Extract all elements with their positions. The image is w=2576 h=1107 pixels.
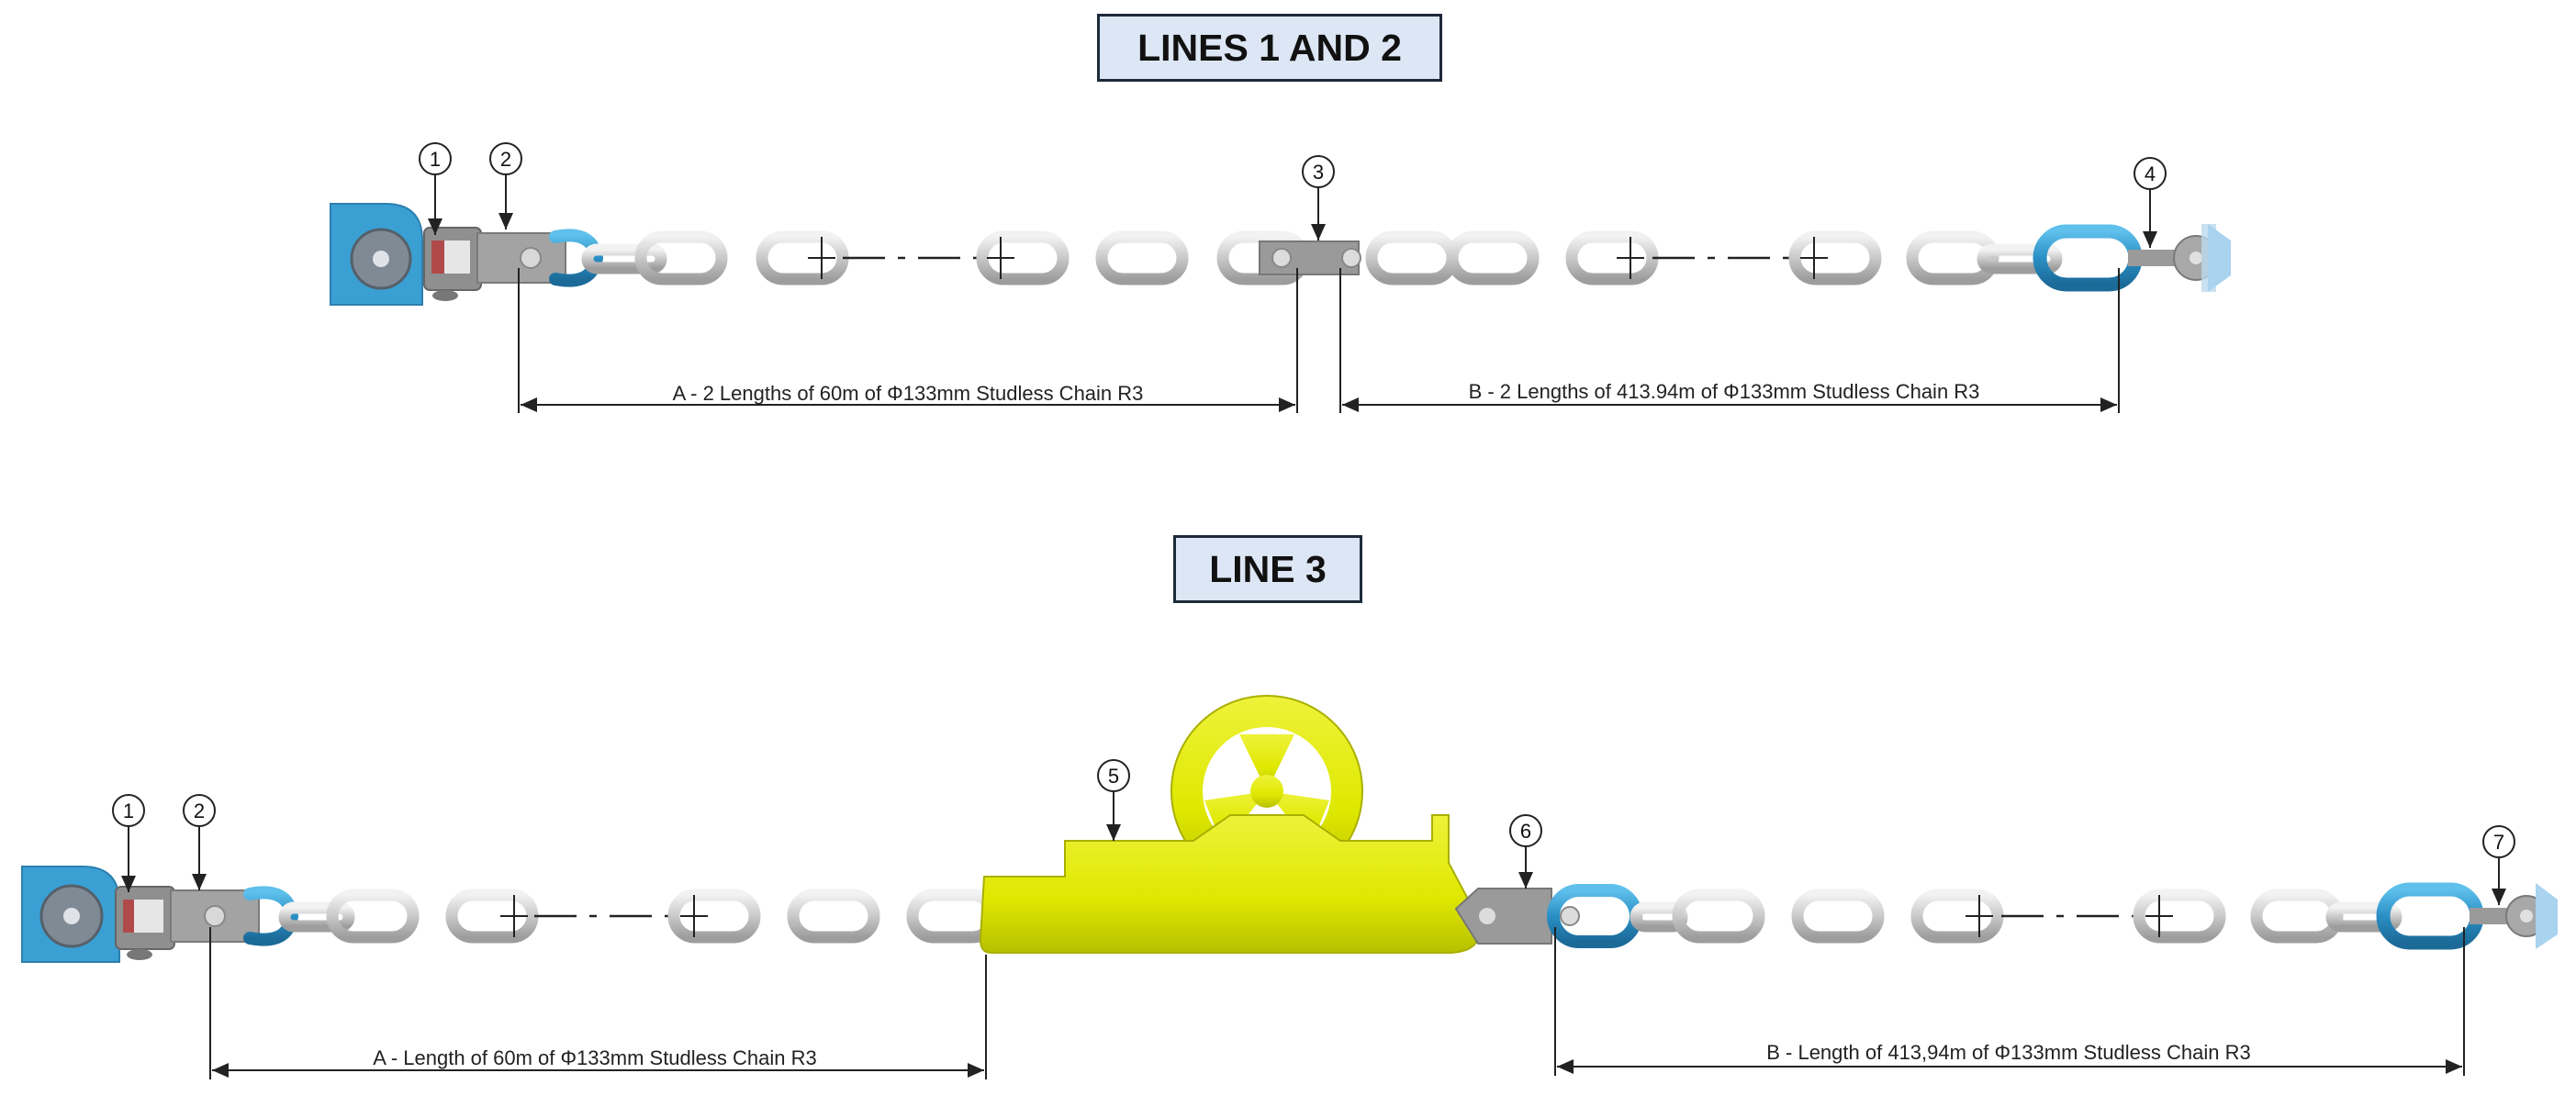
fairlead-icon <box>330 203 423 306</box>
line-3-assembly: 1 2 5 6 7 A - Length of 60m <box>21 695 2558 1079</box>
mid-connecting-link <box>1259 240 1361 275</box>
dimension-b-label: B - 2 Lengths of 413.94m of Φ133mm Studl… <box>1469 380 1980 403</box>
callout-2: 2 <box>183 794 216 890</box>
blue-connector-link <box>243 886 299 946</box>
chain-stopper-connector <box>423 227 482 301</box>
title-line-3: LINE 3 <box>1173 535 1362 603</box>
svg-text:6: 6 <box>1520 820 1531 843</box>
chain-stopper-connector <box>115 886 175 960</box>
callout-4: 4 <box>2134 157 2167 248</box>
callout-6: 6 <box>1509 814 1542 889</box>
lines-1-and-2-assembly: 1 2 3 4 A - 2 Lengths of 60m of Φ133mm S… <box>330 142 2231 413</box>
dimension-a-label: A - Length of 60m of Φ133mm Studless Cha… <box>373 1046 816 1069</box>
svg-text:4: 4 <box>2145 162 2156 185</box>
title-lines-1-and-2: LINES 1 AND 2 <box>1097 14 1442 82</box>
shackle-icon <box>170 889 260 943</box>
chain-segment-b-right <box>1788 230 2063 285</box>
chain-segment-a-left <box>581 230 849 285</box>
chain-segment-a-left <box>278 889 539 944</box>
callout-1: 1 <box>112 794 145 892</box>
dimension-b-label: B - Length of 413,94m of Φ133mm Studless… <box>1766 1041 2251 1064</box>
blue-connector-link <box>549 229 604 287</box>
shackle-icon <box>476 232 566 284</box>
chain-segment-a-right <box>976 230 1310 285</box>
callout-2: 2 <box>489 142 522 229</box>
svg-text:7: 7 <box>2493 831 2504 854</box>
callout-1: 1 <box>419 142 452 235</box>
callout-3: 3 <box>1302 155 1335 240</box>
svg-text:3: 3 <box>1313 161 1324 184</box>
chain-segment-b-left <box>1630 889 2004 944</box>
callout-5: 5 <box>1097 759 1130 841</box>
dimension-b-lines12 <box>1339 268 2120 413</box>
dimension-a-label: A - 2 Lengths of 60m of Φ133mm Studless … <box>673 382 1144 405</box>
fairlead-icon <box>21 866 120 963</box>
callout-7: 7 <box>2482 825 2515 905</box>
svg-text:2: 2 <box>194 800 205 822</box>
buoy-module-icon <box>979 695 1481 954</box>
svg-text:5: 5 <box>1108 765 1119 788</box>
chain-segment-b-left <box>1365 230 1659 285</box>
svg-text:2: 2 <box>500 148 511 171</box>
chain-segment-b-right <box>2133 889 2402 944</box>
svg-text:1: 1 <box>430 148 441 171</box>
svg-text:1: 1 <box>123 800 134 822</box>
dimension-a-line3 <box>209 927 987 1079</box>
anchor-connector <box>2128 224 2231 292</box>
anchor-connector <box>2470 883 2558 949</box>
dimension-b-line3 <box>1554 927 2465 1076</box>
dimension-a-lines12 <box>518 268 1298 413</box>
chain-segment-a-right <box>667 889 1000 944</box>
